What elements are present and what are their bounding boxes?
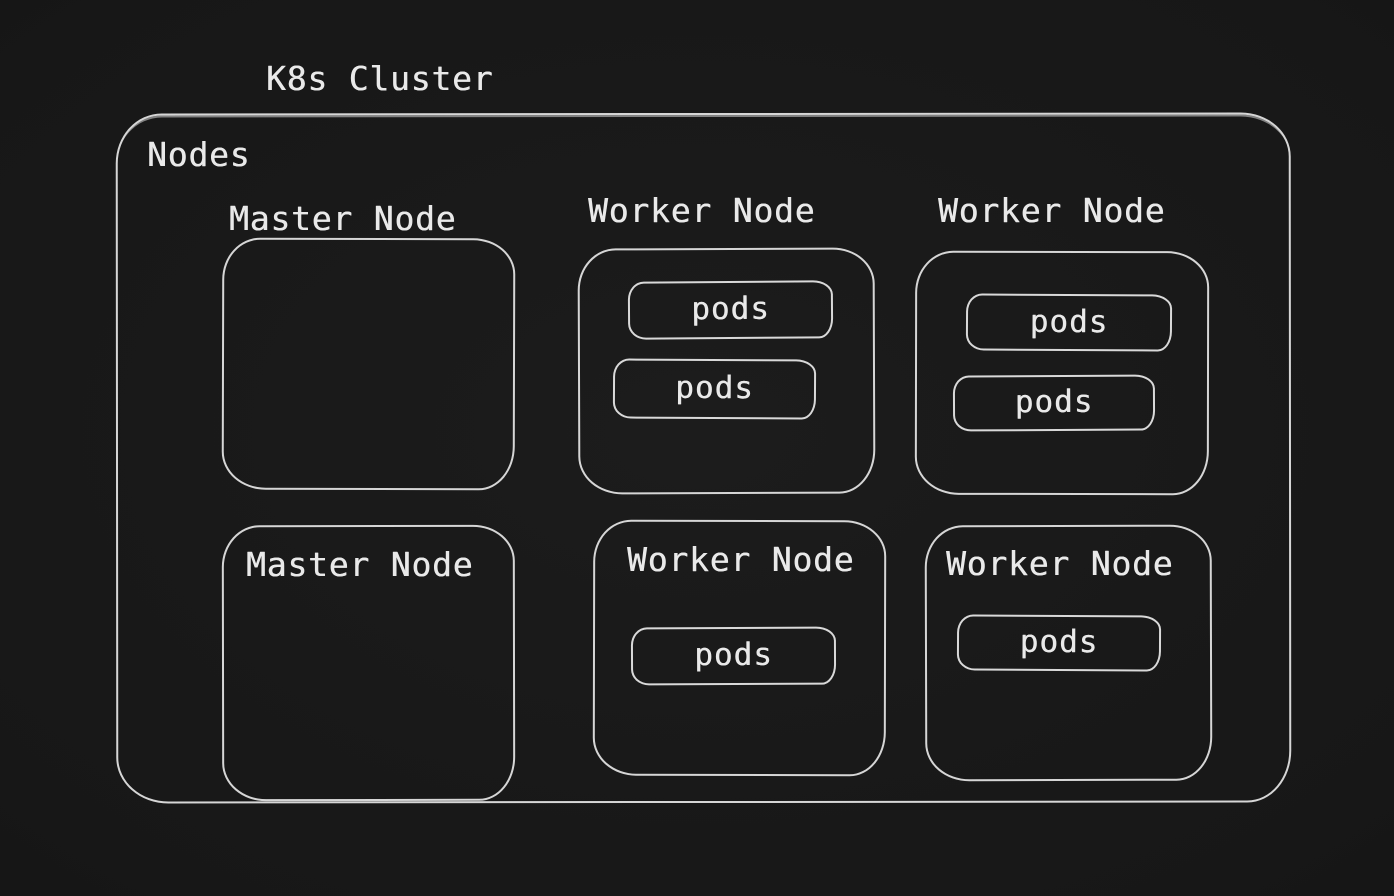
worker-node-3-label: Worker Node bbox=[627, 540, 855, 579]
master-node-1-label: Master Node bbox=[229, 199, 457, 238]
pod-label: pods bbox=[1019, 623, 1099, 661]
pod-label: pods bbox=[675, 369, 754, 407]
pod-label: pods bbox=[691, 290, 770, 328]
worker-node-1-pod-2: pods bbox=[612, 358, 817, 420]
nodes-container-label: Nodes bbox=[147, 135, 251, 174]
worker-node-2-pod-2: pods bbox=[952, 374, 1156, 432]
pod-label: pods bbox=[1029, 303, 1109, 340]
worker-node-2-label: Worker Node bbox=[938, 191, 1166, 230]
worker-node-2-box bbox=[914, 250, 1210, 496]
worker-node-1-pod-1: pods bbox=[627, 280, 834, 340]
worker-node-1-label: Worker Node bbox=[588, 191, 816, 230]
worker-node-4-label: Worker Node bbox=[946, 544, 1174, 583]
pod-label: pods bbox=[694, 636, 773, 674]
worker-node-4-pod-1: pods bbox=[956, 614, 1162, 672]
worker-node-3-pod-1: pods bbox=[630, 626, 837, 686]
master-node-1-box bbox=[221, 237, 516, 491]
diagram-title: K8s Cluster bbox=[266, 59, 494, 98]
worker-node-2-pod-1: pods bbox=[965, 293, 1173, 352]
pod-label: pods bbox=[1014, 383, 1094, 421]
master-node-2-label: Master Node bbox=[246, 545, 474, 584]
